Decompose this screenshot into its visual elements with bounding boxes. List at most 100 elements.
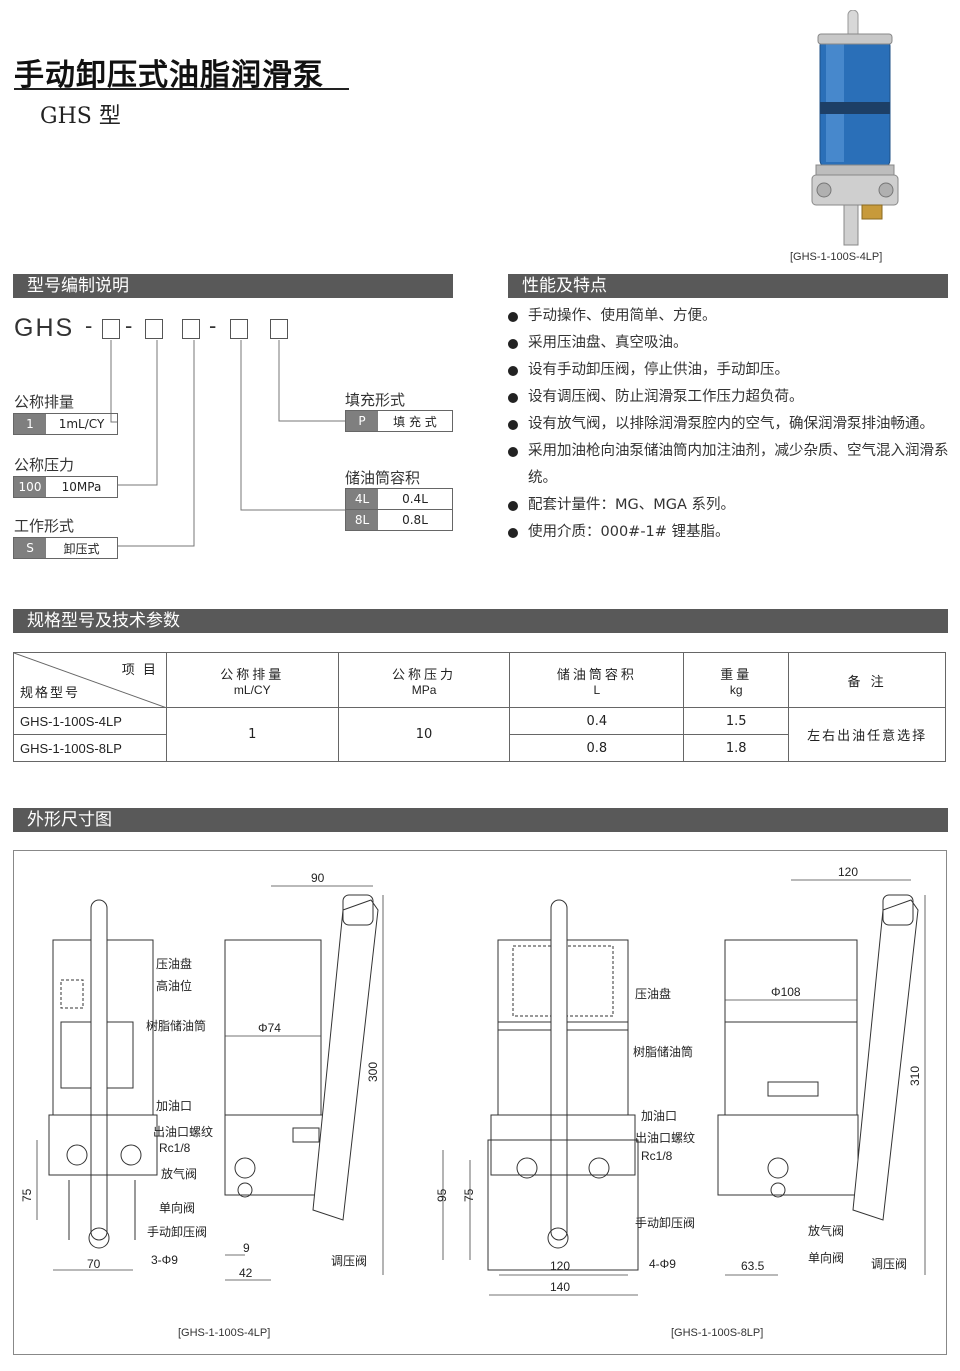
- photo-caption: [GHS-1-100S-4LP]: [790, 251, 883, 263]
- fill-label: 填充形式: [345, 391, 406, 409]
- feature-item: 采用加油枪向油泵储油筒内加注油剂，减少杂质、空气混入润滑系统。: [508, 438, 953, 492]
- displacement-label: 公称排量: [14, 393, 75, 411]
- label-thread-r: Rc1/8: [641, 1149, 673, 1163]
- option-code: S: [14, 538, 46, 558]
- dim-phi108: Φ108: [771, 985, 801, 999]
- displacement-option: 1 1mL/CY: [13, 413, 118, 435]
- label-inlet: 加油口: [156, 1099, 192, 1113]
- feature-item: 设有放气阀，以排除润滑泵腔内的空气，确保润滑泵排油畅通。: [508, 411, 953, 438]
- section-dimensions: 外形尺寸图: [13, 808, 948, 832]
- option-value: 0.4L: [402, 492, 428, 506]
- model-code-slot: [230, 319, 248, 339]
- option-value: 10MPa: [61, 480, 102, 494]
- dimension-drawing-frame: [13, 850, 947, 1355]
- option-value: 填 充 式: [393, 414, 437, 429]
- pressure-cell: 10: [337, 707, 511, 762]
- dim-9: 9: [243, 1241, 250, 1255]
- model-code-slot: [145, 319, 163, 339]
- bullet-icon: [508, 447, 518, 457]
- label-inlet-r: 加油口: [641, 1109, 677, 1123]
- bullet-icon: [508, 366, 518, 376]
- displacement-cell: 1: [165, 707, 339, 762]
- bullet-icon: [508, 501, 518, 511]
- option-code: 8L: [346, 510, 378, 530]
- label-vent: 放气阀: [161, 1166, 197, 1181]
- dim-phi74: Φ74: [258, 1021, 281, 1035]
- bullet-icon: [508, 420, 518, 430]
- dim-90: 90: [311, 871, 325, 885]
- model-code-slot: [182, 319, 200, 339]
- capacity-label: 储油筒容积: [345, 469, 421, 487]
- drawing-caption-left: [GHS-1-100S-4LP]: [178, 1327, 271, 1339]
- weight-cell: 1.5: [683, 707, 790, 735]
- label-tank-r: 树脂储油筒: [633, 1044, 693, 1059]
- fill-option: P 填 充 式: [345, 410, 453, 432]
- feature-item: 配套计量件：MG、MGA 系列。: [508, 492, 953, 519]
- dim-140: 140: [550, 1280, 570, 1294]
- model-code-leaders: [110, 340, 345, 547]
- model-cell: GHS-1-100S-4LP: [13, 707, 167, 735]
- model-code-slot: [102, 319, 120, 339]
- page-subtitle: GHS 型: [40, 104, 121, 129]
- option-value: 卸压式: [63, 541, 100, 556]
- capacity-cell: 0.8: [509, 734, 685, 762]
- label-disc: 压油盘: [156, 956, 192, 971]
- option-value: 1mL/CY: [58, 417, 105, 431]
- option-code: 100: [14, 477, 46, 497]
- table-corner-cell: 项 目 规格型号: [13, 652, 167, 708]
- label-holes-r: 4-Φ9: [649, 1257, 676, 1271]
- pressure-label: 公称压力: [14, 456, 75, 474]
- feature-item: 设有调压阀、防止润滑泵工作压力超负荷。: [508, 384, 953, 411]
- label-vent-r: 放气阀: [808, 1223, 844, 1238]
- section-features: 性能及特点: [508, 274, 948, 298]
- dim-63-5: 63.5: [741, 1259, 765, 1273]
- dim-120: 120: [838, 865, 858, 879]
- drawing-caption-right: [GHS-1-100S-8LP]: [671, 1327, 764, 1339]
- option-value: 0.8L: [402, 513, 428, 527]
- model-code-slot: [270, 319, 288, 339]
- capacity-option: 8L 0.8L: [345, 509, 453, 531]
- bullet-icon: [508, 528, 518, 538]
- bullet-icon: [508, 393, 518, 403]
- label-outlet: 出油口螺纹: [153, 1125, 213, 1139]
- dim-300: 300: [366, 1062, 380, 1082]
- label-holes: 3-Φ9: [151, 1253, 178, 1267]
- feature-item: 采用压油盘、真空吸油。: [508, 330, 953, 357]
- pressure-option: 100 10MPa: [13, 476, 118, 498]
- table-row: GHS-1-100S-4LP 1 10 0.4 1.5 左右出油任意选择: [13, 707, 946, 762]
- work-type-option: S 卸压式: [13, 537, 118, 559]
- bullet-icon: [508, 339, 518, 349]
- feature-list: 手动操作、使用简单、方便。 采用压油盘、真空吸油。 设有手动卸压阀，停止供油，手…: [508, 303, 953, 546]
- dim-120b: 120: [550, 1259, 570, 1273]
- weight-cell: 1.8: [683, 734, 790, 762]
- capacity-option: 4L 0.4L: [345, 488, 453, 510]
- feature-item: 设有手动卸压阀，停止供油，手动卸压。: [508, 357, 953, 384]
- title-underline: [14, 88, 349, 90]
- label-check: 单向阀: [159, 1200, 195, 1215]
- label-high-level: 高油位: [156, 978, 192, 993]
- dimension-drawing: 90 Φ74 300 75 70 9 42 压油盘 高油位 树脂储油筒 加油口 …: [20, 865, 926, 1296]
- section-model-code: 型号编制说明: [13, 274, 453, 298]
- model-code-prefix: GHS: [14, 314, 75, 342]
- dim-70: 70: [87, 1257, 101, 1271]
- model-code-dash: -: [85, 313, 93, 338]
- model-code-dash: -: [209, 313, 217, 338]
- option-code: P: [346, 411, 378, 431]
- capacity-cell: 0.4: [509, 707, 685, 735]
- work-type-label: 工作形式: [14, 517, 75, 535]
- label-regulator: 调压阀: [331, 1254, 367, 1268]
- bullet-icon: [508, 312, 518, 322]
- label-thread: Rc1/8: [159, 1141, 191, 1155]
- feature-item: 使用介质：000#-1# 锂基脂。: [508, 519, 953, 546]
- label-outlet-r: 出油口螺纹: [635, 1131, 695, 1145]
- dim-75: 75: [20, 1188, 34, 1202]
- option-code: 1: [14, 414, 46, 434]
- label-relief: 手动卸压阀: [147, 1224, 207, 1239]
- label-regulator-r: 调压阀: [871, 1257, 907, 1271]
- dim-42: 42: [239, 1266, 253, 1280]
